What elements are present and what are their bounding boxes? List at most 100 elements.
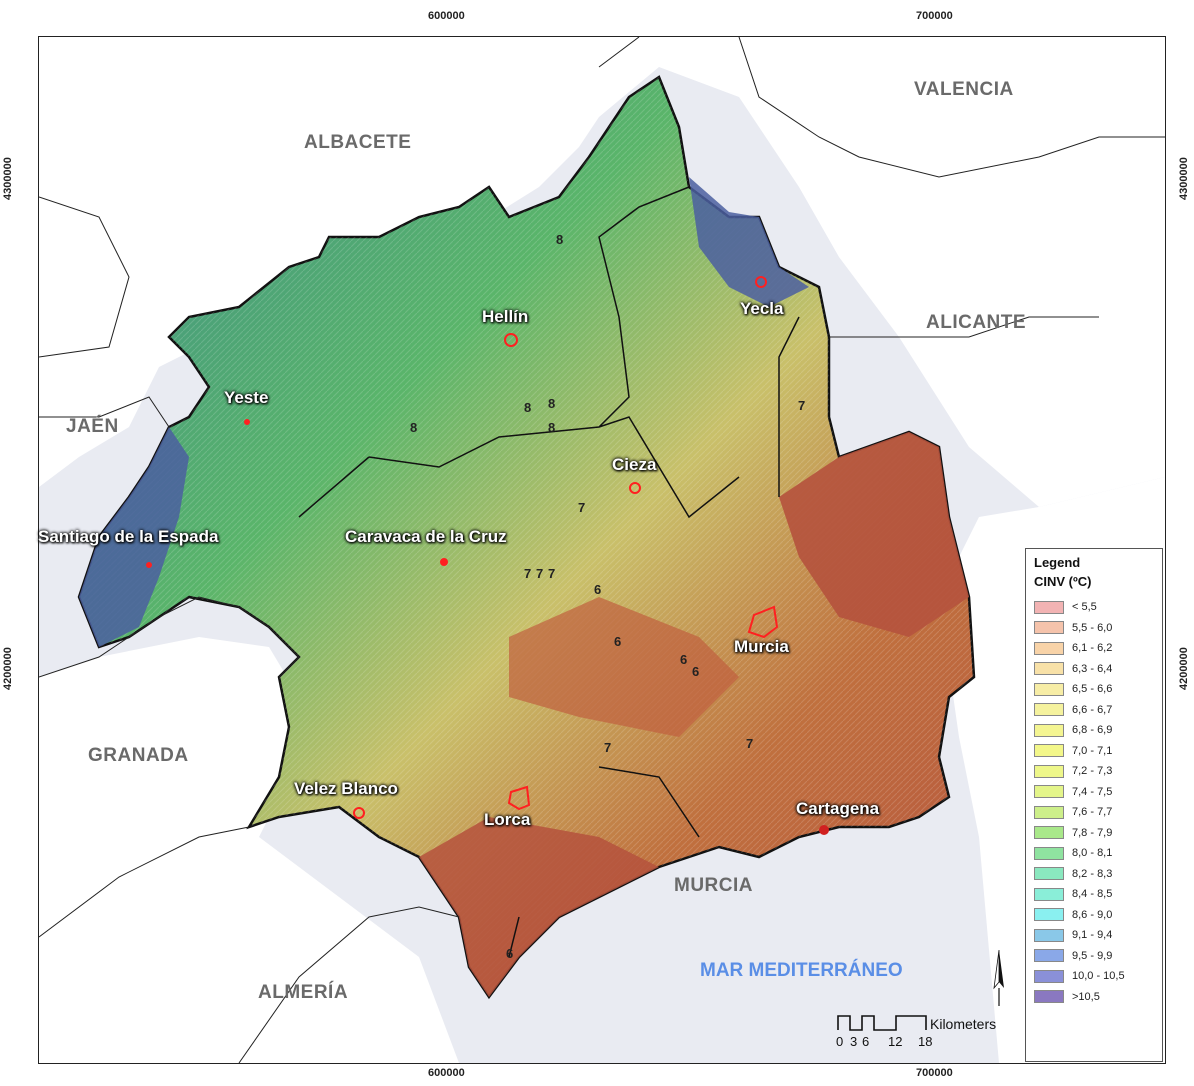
legend-label: 6,5 - 6,6 [1072,683,1113,696]
scale-tick: 18 [918,1034,933,1049]
legend-label: 7,2 - 7,3 [1072,765,1113,778]
legend-label: 7,4 - 7,5 [1072,785,1113,798]
legend-label: >10,5 [1072,990,1100,1003]
legend-swatch [1034,969,1064,983]
legend-label: 6,6 - 6,7 [1072,703,1113,716]
warm-zone-south [419,817,659,997]
legend-item: 7,6 - 7,7 [1034,802,1154,823]
town-caravaca-de-la-cruz: Caravaca de la Cruz [345,527,507,546]
coord-top-600000: 600000 [428,10,465,22]
legend-swatch [1034,805,1064,819]
legend-swatch [1034,682,1064,696]
legend-swatch [1034,908,1064,922]
town-cartagena: Cartagena [796,799,880,818]
legend-label: 6,3 - 6,4 [1072,662,1113,675]
legend-item: 7,0 - 7,1 [1034,741,1154,762]
legend-item: 8,0 - 8,1 [1034,843,1154,864]
scale-bar-graphic [837,1015,927,1031]
contour-label: 7 [746,736,754,751]
town-hellin: Hellín [482,307,529,326]
contour-label: 7 [798,398,806,413]
scale-bar: Kilometers 0 3 6 12 18 [836,1012,1016,1052]
legend-item: 9,5 - 9,9 [1034,946,1154,967]
map-frame [38,36,1166,1064]
contour-label: 7 [548,566,556,581]
coord-right-4200000: 4200000 [1178,647,1190,690]
legend-title: Legend [1034,555,1081,570]
coord-left-4200000: 4200000 [2,647,14,690]
contour-label: 6 [692,664,700,679]
region-granada: GRANADA [88,745,189,766]
contour-label: 8 [548,420,556,435]
town-marker-hellin [504,333,518,347]
town-marker-velez [353,807,365,819]
coord-right-4300000: 4300000 [1178,157,1190,200]
legend-swatch [1034,744,1064,758]
contour-label: 7 [536,566,544,581]
land-area-north [39,37,1165,507]
legend-item: 9,1 - 9,4 [1034,925,1154,946]
sea-label: MAR MEDITERRÁNEO [700,960,903,981]
contour-label: 8 [556,232,564,247]
region-alicante: ALICANTE [926,312,1027,333]
contour-label: 7 [524,566,532,581]
legend-label: 8,0 - 8,1 [1072,847,1113,860]
town-marker-murcia [747,605,779,639]
legend-swatch [1034,887,1064,901]
legend-swatch [1034,826,1064,840]
legend-item: 8,6 - 9,0 [1034,905,1154,926]
legend-swatch [1034,600,1064,614]
legend-item: 6,6 - 6,7 [1034,700,1154,721]
legend-swatch [1034,703,1064,717]
town-lorca: Lorca [484,810,531,829]
town-murcia: Murcia [734,637,789,656]
cold-zone-yecla [689,177,809,307]
scale-tick: 12 [888,1034,903,1049]
legend-swatch [1034,764,1064,778]
coord-bottom-700000: 700000 [916,1067,953,1079]
scale-unit: Kilometers [930,1016,997,1032]
legend-swatch [1034,662,1064,676]
legend-swatch [1034,949,1064,963]
town-cieza: Cieza [612,455,657,474]
legend-item: 6,1 - 6,2 [1034,638,1154,659]
legend-swatch [1034,928,1064,942]
legend-label: 9,5 - 9,9 [1072,949,1113,962]
scale-tick: 6 [862,1034,870,1049]
legend-item: 6,8 - 6,9 [1034,720,1154,741]
boundary-inner [298,186,800,958]
town-marker-cartagena [819,825,829,835]
town-marker-santiago [146,562,152,568]
legend-item: 5,5 - 6,0 [1034,618,1154,639]
legend-item: 10,0 - 10,5 [1034,966,1154,987]
region-jaen: JAÉN [66,416,119,437]
relief-texture [79,77,974,997]
legend-swatch [1034,846,1064,860]
legend-swatch [1034,990,1064,1004]
town-yeste: Yeste [224,388,269,407]
contour-label: 6 [594,582,602,597]
legend-swatch [1034,621,1064,635]
legend-label: 6,8 - 6,9 [1072,724,1113,737]
coord-bottom-600000: 600000 [428,1067,465,1079]
coord-left-4300000: 4300000 [2,157,14,200]
contour-label: 7 [578,500,586,515]
legend-label: 8,2 - 8,3 [1072,867,1113,880]
contour-label: 8 [524,400,532,415]
legend-item: 7,4 - 7,5 [1034,782,1154,803]
contour-label: 7 [604,740,612,755]
legend-label: < 5,5 [1072,601,1097,614]
legend-label: 7,0 - 7,1 [1072,744,1113,757]
town-marker-lorca [507,785,531,811]
legend-label: 10,0 - 10,5 [1072,970,1125,983]
legend-label: 9,1 - 9,4 [1072,929,1113,942]
town-santiago-de-la-espada: Santiago de la Espada [38,527,219,546]
boundary-north [39,37,1165,428]
legend-label: 7,6 - 7,7 [1072,806,1113,819]
scale-tick: 0 [836,1034,844,1049]
legend-swatch [1034,723,1064,737]
legend-subtitle: CINV (ºC) [1034,574,1092,589]
legend-item: 7,8 - 7,9 [1034,823,1154,844]
